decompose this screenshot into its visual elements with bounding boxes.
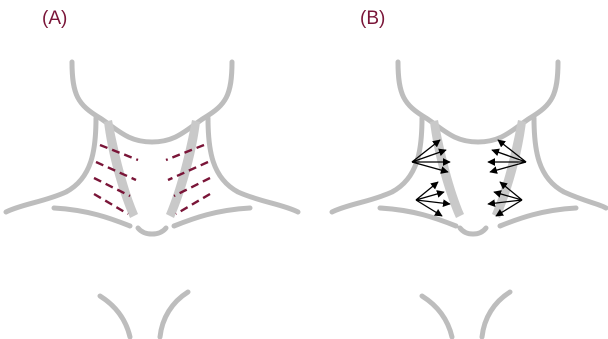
right-clavicle-outline bbox=[500, 208, 576, 226]
left-shoulder-outline bbox=[6, 118, 96, 212]
left-clavicle-outline bbox=[380, 208, 456, 226]
sternal-notch-outline bbox=[138, 228, 166, 234]
right-chest-curve bbox=[482, 292, 510, 337]
sternal-notch-outline bbox=[460, 228, 486, 234]
right-shoulder-outline bbox=[208, 118, 298, 212]
left-clavicle-outline bbox=[54, 208, 130, 226]
left-chest-curve bbox=[422, 296, 452, 337]
right-shoulder-outline bbox=[534, 118, 606, 208]
panel-b: (B) bbox=[304, 0, 608, 339]
right-chest-curve bbox=[160, 292, 188, 337]
neck-illustration-b bbox=[304, 0, 608, 339]
right-clavicle-outline bbox=[174, 208, 250, 226]
left-chest-curve bbox=[100, 296, 130, 337]
neck-illustration-a bbox=[0, 0, 304, 339]
left-shoulder-outline bbox=[332, 118, 422, 212]
panel-a: (A) bbox=[0, 0, 304, 339]
